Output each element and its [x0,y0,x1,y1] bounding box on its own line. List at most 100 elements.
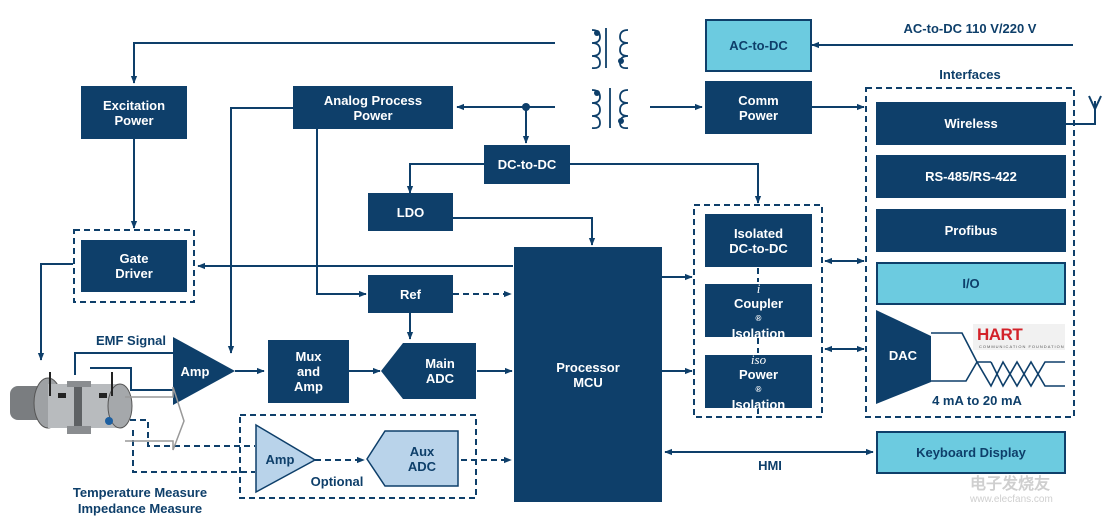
excitation-power-label-line1: Excitation [102,97,166,113]
ref-block[interactable]: Ref [368,275,453,313]
icoupler-name: Coupler [733,295,784,311]
excitation-power-block[interactable]: Excitation Power [81,86,187,139]
emf-wire-top [74,352,175,375]
dac-shape [876,310,931,404]
line-ldo-to-mcu [453,217,596,246]
transformer-dot [594,90,600,96]
isopower-reg: ® [755,384,762,394]
processor-mcu-block[interactable]: Processor MCU [514,247,662,502]
mux-amp-block[interactable]: Mux and Amp [268,340,349,403]
emf-signal-label: EMF Signal [95,333,167,348]
aux-adc-shape [366,430,459,487]
interfaces-dashed-box [865,87,1075,418]
gate-driver-label-line1: Gate [119,251,149,266]
amp-triangle [173,337,235,405]
dac-label: DAC [888,348,918,363]
ldo-block[interactable]: LDO [368,193,453,231]
junction-dot [522,103,530,111]
interface-wireless[interactable]: Wireless [876,102,1066,145]
line-dcdc-to-ldo [406,163,484,194]
hart-logo-subtitle: COMMUNICATION FOUNDATION [979,344,1065,349]
processor-label-line2: MCU [573,374,603,390]
dc-to-dc-block[interactable]: DC-to-DC [484,145,570,184]
sensor-label-impedance: Impedance Measure [77,501,203,516]
emf-wire-bottom [90,367,175,391]
watermark-text: 电子发烧友 [970,476,1051,493]
mux-label-line3: Amp [294,379,323,394]
line-transformer-to-excitation [130,42,555,84]
watermark-url: www.elecfans.com [970,494,1053,505]
gate-driver-block[interactable]: Gate Driver [81,240,187,292]
transformer-dot [618,118,624,124]
isopower-name: Power [738,366,778,382]
analog-process-power-block[interactable]: Analog Process Power [293,86,453,129]
analog-power-label-line2: Power [353,107,393,123]
optional-label: Optional [310,474,364,489]
processor-label-line1: Processor [556,359,620,375]
line-analog-power-to-ref [316,129,367,298]
watermark: 电子发烧友 www.elecfans.com [970,470,1053,505]
keyboard-display-block[interactable]: Keyboard Display [876,431,1066,474]
amp-label: Amp [180,364,210,379]
transformer-dot [594,30,600,36]
main-adc-label: Main ADC [410,356,470,386]
line-sensor-to-aux-amp-1 [120,419,255,447]
ref-label: Ref [400,286,421,302]
line-analog-power-to-amp [227,107,293,354]
ac-input-label: AC-to-DC 110 V/220 V [903,21,1037,36]
transformer-dot [618,58,624,64]
mux-label-line1: Mux [295,349,322,364]
hart-logo-text: HART [977,325,1023,344]
excitation-power-label-line2: Power [114,112,154,128]
io-label: I/O [962,276,980,291]
icoupler-prefix: i [756,280,761,296]
isolated-dcdc-block[interactable]: Isolated DC-to-DC [705,214,812,267]
dc-to-dc-label: DC-to-DC [497,157,557,172]
comm-power-label-line2: Power [738,107,778,123]
isolation-dashed-box [693,204,823,418]
line-dcdc-to-isolated [570,163,762,204]
aux-adc-label: Aux ADC [390,444,454,474]
keyboard-display-label: Keyboard Display [916,445,1026,460]
isolated-dcdc-label-line2: DC-to-DC [729,240,788,256]
rs485-label: RS-485/RS-422 [925,169,1017,184]
analog-power-label-line1: Analog Process [323,92,423,108]
isopower-prefix: iso [750,351,767,367]
aux-amp-triangle [255,423,317,494]
main-adc-label-line2: ADC [425,371,455,386]
mux-label-line2: and [296,364,321,379]
interfaces-title: Interfaces [939,67,1001,82]
interface-io[interactable]: I/O [876,262,1066,305]
antenna-icon [1064,95,1102,125]
comm-power-label-line1: Comm [738,92,779,108]
interface-rs485[interactable]: RS-485/RS-422 [876,155,1066,198]
current-loop-waveform [931,332,1065,388]
icoupler-label-line2: Isolation [731,325,786,341]
hmi-label: HMI [758,458,782,473]
profibus-label: Profibus [944,223,998,238]
icoupler-reg: ® [755,313,762,323]
comm-power-block[interactable]: Comm Power [705,81,812,134]
wireless-label: Wireless [944,116,998,131]
ac-to-dc-block[interactable]: AC-to-DC [705,19,812,72]
isolated-dcdc-label-line1: Isolated [733,225,784,241]
interface-profibus[interactable]: Profibus [876,209,1066,252]
line-sensor-to-aux-amp-2 [132,430,255,473]
sensor-label-temperature: Temperature Measure [72,485,208,500]
aux-adc-label-line1: Aux [409,444,435,459]
current-loop-label: 4 mA to 20 mA [932,393,1022,408]
line-gate-to-sensor [37,263,73,361]
gate-driver-label-line2: Driver [115,266,153,281]
aux-amp-label: Amp [265,452,295,467]
transformer-icon [591,28,629,130]
aux-adc-label-line2: ADC [407,459,437,474]
ldo-label: LDO [396,204,425,220]
gate-driver-dashed-box [73,229,195,303]
hart-logo: HART COMMUNICATION FOUNDATION [973,324,1065,350]
isopower-label-line2: Isolation [731,396,786,412]
